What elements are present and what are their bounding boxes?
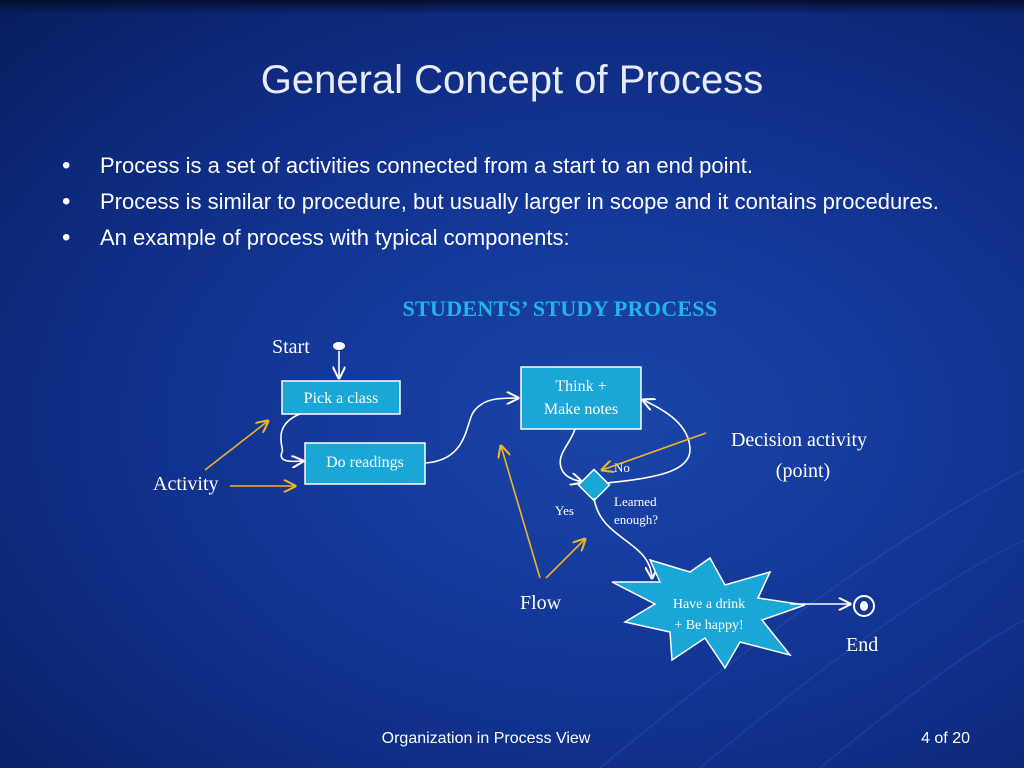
bullet-text: Process is similar to procedure, but usu…	[100, 189, 939, 214]
decision-yes-label: Yes	[555, 503, 574, 518]
start-node	[333, 342, 345, 350]
annotation-flow-arrow-2	[545, 539, 585, 579]
bullet-item: • An example of process with typical comp…	[62, 222, 962, 254]
decision-question-line2: enough?	[614, 512, 658, 527]
activity-think-label-line1: Think +	[555, 378, 606, 395]
decision-question-line1: Learned	[614, 494, 657, 509]
flow-readings-to-think	[424, 398, 518, 464]
slide-title: General Concept of Process	[260, 58, 764, 102]
activity-final-star	[611, 556, 806, 670]
flow-decision-no-to-think	[605, 400, 691, 484]
diagram-title: STUDENTS’ STUDY PROCESS	[402, 296, 718, 321]
activity-pick-class-label: Pick a class	[304, 390, 379, 407]
annotation-decision-line1: Decision activity	[731, 429, 867, 451]
bullet-text: Process is a set of activities connected…	[100, 153, 753, 178]
footer-title: Organization in Process View	[381, 730, 591, 747]
end-node	[853, 595, 875, 617]
bullet-list: • Process is a set of activities connecte…	[62, 150, 962, 258]
bullet-item: • Process is similar to procedure, but us…	[62, 186, 962, 218]
bullet-icon: •	[62, 152, 71, 179]
start-label: Start	[272, 336, 310, 358]
annotation-decision-line2: (point)	[776, 460, 830, 482]
activity-think-label-line2: Make notes	[544, 401, 618, 418]
activity-final-label-line2: + Be happy!	[674, 618, 743, 633]
flow-think-to-decision	[559, 428, 582, 482]
bullet-text: An example of process with typical compo…	[100, 225, 570, 250]
bullet-icon: •	[62, 224, 71, 251]
activity-final-label-line1: Have a drink	[673, 597, 745, 612]
decision-node	[577, 468, 611, 502]
annotation-flow-arrow-1	[501, 446, 541, 579]
activity-do-readings	[304, 442, 426, 485]
annotation-decision-arrow	[602, 432, 707, 470]
annotation-flow-label: Flow	[520, 592, 562, 614]
end-label: End	[846, 634, 878, 656]
bullet-icon: •	[62, 188, 71, 215]
page-number: 4 of 20	[921, 730, 970, 747]
activity-pick-class	[281, 380, 401, 415]
annotation-activity-label: Activity	[153, 473, 219, 495]
activity-do-readings-label: Do readings	[326, 454, 404, 471]
annotation-activity-arrow-1	[204, 421, 268, 471]
activity-think-notes	[520, 366, 642, 430]
bullet-item: • Process is a set of activities connecte…	[62, 150, 962, 182]
flow-pick-to-readings	[280, 413, 303, 461]
flow-decision-yes-to-final	[593, 497, 652, 578]
end-node-center	[860, 601, 868, 611]
top-band	[0, 0, 1024, 14]
